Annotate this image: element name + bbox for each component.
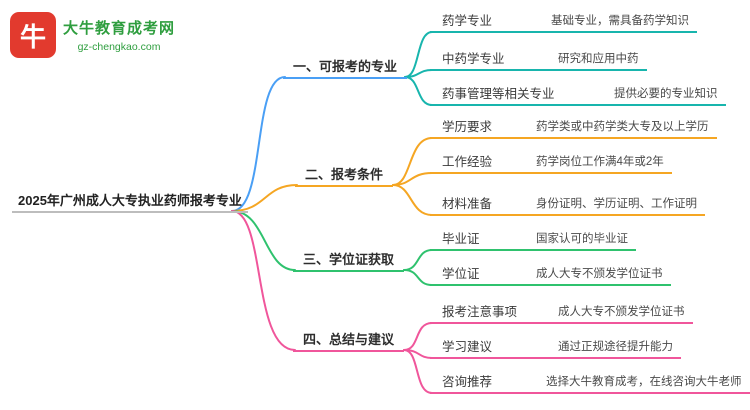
site-name: 大牛教育成考网 (63, 20, 176, 37)
branch-1-child-1-leaf: 基础专业，需具备药学知识 (543, 12, 697, 33)
branch-2-label: 二、报考条件 (295, 165, 394, 187)
branch-4-child-1-leaf: 成人大专不颁发学位证书 (550, 303, 693, 324)
branch-1-child-3-label: 药事管理等相关专业 (430, 85, 567, 106)
link-b4-c1 (403, 322, 433, 351)
link-root-branch2 (231, 184, 298, 212)
branch-4-child-3-label: 咨询推荐 (430, 373, 505, 394)
branch-2-child-1-leaf: 药学类或中药学类大专及以上学历 (528, 118, 717, 139)
link-b3-c1 (403, 249, 433, 271)
link-b1-c1 (404, 31, 433, 78)
bull-logo-glyph: 牛 (19, 21, 46, 52)
link-root-branch3 (231, 210, 296, 271)
branch-3-child-1-label: 毕业证 (430, 230, 492, 251)
link-b3-c2 (403, 269, 433, 286)
branch-4-child-2-leaf: 通过正规途径提升能力 (550, 338, 681, 359)
branch-1-label: 一、可报考的专业 (283, 57, 408, 79)
link-b1-c2 (404, 69, 433, 78)
branch-1-child-1-label: 药学专业 (430, 12, 505, 33)
logo-text-block: 大牛教育成考网 gz-chengkao.com (63, 17, 175, 53)
branch-1-child-2-label: 中药学专业 (430, 50, 517, 71)
branch-3-child-2-leaf: 成人大专不颁发学位证书 (528, 265, 671, 286)
branch-1-child-2-leaf: 研究和应用中药 (550, 50, 647, 71)
link-b1-c3 (404, 76, 433, 106)
branch-4-child-2-label: 学习建议 (430, 338, 505, 359)
link-root-branch4 (231, 210, 296, 351)
branch-4-child-1-label: 报考注意事项 (430, 303, 530, 324)
branch-2-child-2-leaf: 药学岗位工作满4年或2年 (528, 153, 672, 174)
branch-2-child-3-leaf: 身份证明、学历证明、工作证明 (528, 195, 705, 216)
branch-2-child-2-label: 工作经验 (430, 153, 505, 174)
link-root-branch1 (231, 76, 286, 212)
branch-3-child-2-label: 学位证 (430, 265, 492, 286)
root-topic: 2025年广州成人大专执业药师报考专业 (12, 190, 248, 213)
site-domain: gz-chengkao.com (77, 41, 161, 53)
branch-1-child-3-leaf: 提供必要的专业知识 (606, 85, 726, 106)
branch-4-child-3-leaf: 选择大牛教育成考，在线咨询大牛老师 (538, 373, 750, 394)
bull-logo-icon: 牛 (10, 12, 56, 58)
branch-4-label: 四、总结与建议 (293, 330, 405, 352)
branch-3-child-1-leaf: 国家认可的毕业证 (528, 230, 636, 251)
branch-2-child-1-label: 学历要求 (430, 118, 505, 139)
link-b4-c3 (403, 349, 433, 394)
branch-3-label: 三、学位证获取 (293, 250, 405, 272)
link-b2-c3 (392, 184, 433, 216)
branch-2-child-3-label: 材料准备 (430, 195, 505, 216)
site-logo: 牛 大牛教育成考网 gz-chengkao.com (10, 12, 175, 58)
